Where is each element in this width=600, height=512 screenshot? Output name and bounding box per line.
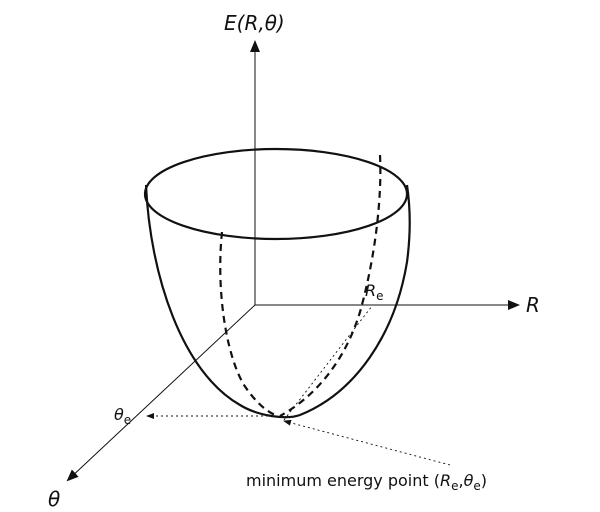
r-equilibrium-sub: e (376, 289, 383, 303)
annotation-separator: , (459, 471, 464, 490)
annotation-close-paren: ) (481, 471, 487, 490)
annotation-r-base: R (440, 471, 451, 490)
bowl-rim (143, 147, 409, 241)
bowl-back-wall-curve (219, 231, 279, 418)
annotation-theta-sub: e (473, 479, 480, 493)
r-equilibrium-base: R (365, 281, 376, 300)
annotation-r-sub: e (451, 479, 458, 493)
theta-axis-label: θ (48, 487, 60, 511)
theta-equilibrium-sub: e (124, 413, 131, 427)
minimum-energy-point-label: minimum energy point (Re,θe) (246, 471, 487, 493)
theta-equilibrium-base: θ (114, 405, 124, 424)
energy-axis-symbol: E (224, 11, 237, 35)
r-equilibrium-guide (283, 305, 373, 421)
annotation-text: minimum energy point (246, 471, 429, 490)
energy-axis-label: E(R,θ) (224, 11, 285, 35)
r-equilibrium-label: Re (365, 281, 384, 303)
theta-axis (66, 304, 256, 482)
theta-equilibrium-label: θe (114, 405, 131, 427)
energy-axis-args: (R,θ) (237, 11, 285, 35)
minimum-point-leader (283, 419, 451, 466)
annotation-open-paren: ( (434, 471, 440, 490)
bowl-outline (144, 184, 411, 419)
r-axis-label: R (526, 293, 540, 317)
bowl-front-seam-curve (279, 154, 382, 417)
annotation-theta-base: θ (464, 471, 474, 490)
